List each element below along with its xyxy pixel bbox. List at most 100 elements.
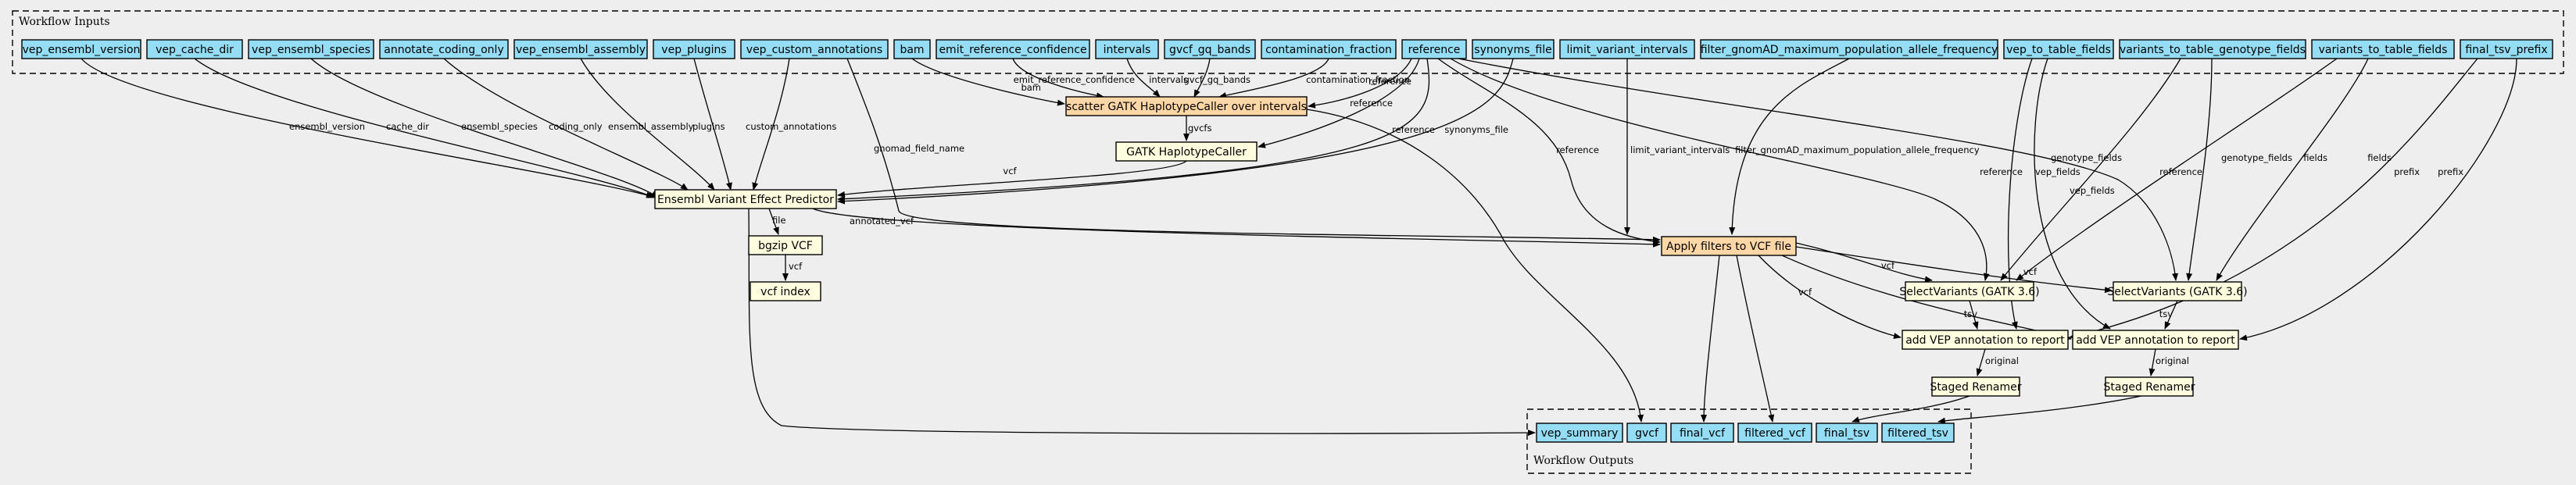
- edge-vcf-17: [837, 160, 1187, 198]
- svg-text:Apply filters to VCF file: Apply filters to VCF file: [1666, 241, 1791, 253]
- edge-label-custom_annotations: custom_annotations: [746, 121, 836, 132]
- edge-reference-13: [1308, 58, 1412, 109]
- input-contamination-fraction[interactable]: contamination_fraction: [1261, 39, 1397, 59]
- edge-vcf-37: [1795, 242, 1933, 283]
- edge-fields-34: [2216, 58, 2369, 281]
- edge-label-cache_dir: cache_dir: [386, 121, 429, 132]
- input-filter-gnomad-max-pop-af[interactable]: filter_gnomAD_maximum_population_allele_…: [1700, 39, 1998, 59]
- svg-text:vep_summary: vep_summary: [1541, 427, 1619, 440]
- input-variants-to-table-genotype-fields[interactable]: variants_to_table_genotype_fields: [2119, 39, 2306, 59]
- input-annotate-coding-only[interactable]: annotate_coding_only: [379, 39, 509, 59]
- input-limit-variant-intervals[interactable]: limit_variant_intervals: [1559, 39, 1695, 59]
- edge-fields-33: [2016, 58, 2338, 281]
- svg-text:vep_cache_dir: vep_cache_dir: [156, 44, 234, 56]
- edge-file-20: [768, 208, 779, 235]
- input-vep-ensembl-species[interactable]: vep_ensembl_species: [248, 39, 374, 59]
- step-staged-renamer-2[interactable]: Staged Renamer: [2104, 376, 2195, 397]
- step-ensembl-vep[interactable]: Ensembl Variant Effect Predictor: [654, 189, 837, 209]
- svg-text:contamination_fraction: contamination_fraction: [1265, 44, 1392, 56]
- step-selectvariants-1[interactable]: SelectVariants (GATK 3.6): [1899, 281, 2040, 301]
- svg-text:final_vcf: final_vcf: [1680, 427, 1726, 440]
- edge-label-original: original: [2156, 355, 2189, 366]
- input-synonyms-file[interactable]: synonyms_file: [1472, 39, 1555, 59]
- input-bam[interactable]: bam: [893, 39, 931, 59]
- edge-reference-28: [1458, 58, 2179, 281]
- edge-label-ensembl_species: ensembl_species: [461, 121, 538, 132]
- svg-text:scatter GATK HaplotypeCaller o: scatter GATK HaplotypeCaller over interv…: [1066, 101, 1307, 113]
- svg-text:vep_ensembl_version: vep_ensembl_version: [23, 44, 141, 56]
- edge-bam-8: [911, 58, 1065, 106]
- workflow-inputs-title: Workflow Inputs: [19, 16, 110, 28]
- input-vep-custom-annotations[interactable]: vep_custom_annotations: [740, 39, 889, 59]
- svg-text:final_tsv: final_tsv: [1824, 427, 1869, 440]
- step-selectvariants-2[interactable]: SelectVariants (GATK 3.6): [2107, 281, 2248, 301]
- input-emit-reference-confidence[interactable]: emit_reference_confidence: [936, 39, 1090, 59]
- input-reference[interactable]: reference: [1401, 39, 1467, 59]
- step-staged-renamer-1[interactable]: Staged Renamer: [1930, 376, 2022, 397]
- edge-annotated_vcf-22: [812, 208, 1661, 248]
- input-vep-ensembl-version[interactable]: vep_ensembl_version: [21, 39, 141, 59]
- edge-label-tsv: tsv: [2159, 308, 2174, 319]
- edge-label-vcf: vcf: [1881, 260, 1895, 271]
- input-vep-ensembl-assembly[interactable]: vep_ensembl_assembly: [513, 39, 648, 59]
- step-bgzip-vcf[interactable]: bgzip VCF: [748, 235, 823, 255]
- edge-label-ensembl_assembly: ensembl_assembly: [608, 121, 694, 132]
- step-gatk-haplotypecaller[interactable]: GATK HaplotypeCaller: [1115, 141, 1258, 162]
- edge-label-gnomad_field_name: gnomad_field_name: [874, 143, 964, 154]
- edge-label-tsv: tsv: [1964, 308, 1978, 319]
- svg-text:annotate_coding_only: annotate_coding_only: [384, 44, 503, 56]
- svg-text:Staged Renamer: Staged Renamer: [2104, 381, 2195, 394]
- workflow-outputs-title: Workflow Outputs: [1533, 455, 1633, 467]
- edge-genotype_fields-32: [2186, 58, 2213, 281]
- inputs-layer: vep_ensembl_version vep_cache_dir vep_en…: [21, 39, 2553, 59]
- edge-prefix-35: [2069, 58, 2478, 339]
- edge-label-gvcfs: gvcfs: [1188, 123, 1211, 134]
- output-gvcf[interactable]: gvcf: [1626, 423, 1667, 443]
- edge-genotype_fields-31: [2000, 58, 2181, 281]
- output-filtered-tsv[interactable]: filtered_tsv: [1881, 423, 1955, 443]
- svg-text:final_tsv_prefix: final_tsv_prefix: [2465, 44, 2547, 56]
- input-variants-to-table-fields[interactable]: variants_to_table_fields: [2311, 39, 2455, 59]
- svg-text:vep_custom_annotations: vep_custom_annotations: [746, 44, 882, 56]
- edge-label-reference: reference: [1556, 144, 1599, 155]
- edge-output-47: [1852, 395, 1970, 423]
- step-scatter-haplotypecaller[interactable]: scatter GATK HaplotypeCaller over interv…: [1065, 96, 1308, 116]
- edge-label-vep_fields: vep_fields: [2035, 166, 2080, 177]
- edge-output-15: [1306, 109, 1644, 423]
- step-apply-filters[interactable]: Apply filters to VCF file: [1661, 236, 1797, 256]
- output-vep-summary[interactable]: vep_summary: [1536, 423, 1623, 443]
- edge-label-ensembl_version: ensembl_version: [289, 121, 365, 132]
- output-filtered-vcf[interactable]: filtered_vcf: [1737, 423, 1812, 443]
- input-final-tsv-prefix[interactable]: final_tsv_prefix: [2460, 39, 2553, 59]
- input-vep-to-table-fields[interactable]: vep_to_table_fields: [2003, 39, 2114, 59]
- edge-label-bam: bam: [1021, 82, 1041, 93]
- edge-label-plugins: plugins: [692, 121, 725, 132]
- svg-text:reference: reference: [1408, 44, 1461, 56]
- edge-label-reference: reference: [1980, 166, 2023, 177]
- edge-reference-24: [1437, 58, 1661, 244]
- svg-text:vep_to_table_fields: vep_to_table_fields: [2006, 44, 2111, 56]
- output-final-vcf[interactable]: final_vcf: [1670, 423, 1734, 443]
- svg-text:Staged Renamer: Staged Renamer: [1930, 381, 2022, 394]
- svg-text:emit_reference_confidence: emit_reference_confidence: [939, 44, 1086, 56]
- edge-label-limit_variant_intervals: limit_variant_intervals: [1630, 144, 1730, 155]
- input-intervals[interactable]: intervals: [1095, 39, 1159, 59]
- edge-tsv-43: [1969, 300, 1979, 330]
- input-vep-cache-dir[interactable]: vep_cache_dir: [146, 39, 243, 59]
- input-gvcf-gq-bands[interactable]: gvcf_gq_bands: [1164, 39, 1256, 59]
- step-add-vep-annotation-1[interactable]: add VEP annotation to report: [1902, 330, 2069, 350]
- edge-reference-27: [1450, 58, 1990, 281]
- edge-label-prefix: prefix: [2438, 166, 2463, 177]
- output-final-tsv[interactable]: final_tsv: [1816, 423, 1878, 443]
- step-add-vep-annotation-2[interactable]: add VEP annotation to report: [2072, 330, 2239, 350]
- svg-text:vep_ensembl_species: vep_ensembl_species: [252, 44, 370, 56]
- svg-text:filtered_tsv: filtered_tsv: [1887, 427, 1948, 440]
- edge-label-contamination_fraction: contamination_fraction: [1306, 74, 1410, 85]
- svg-text:add VEP annotation to report: add VEP annotation to report: [1905, 334, 2065, 347]
- step-vcf-index[interactable]: vcf index: [750, 281, 821, 301]
- workflow-outputs-cluster: Workflow Outputs: [1526, 408, 1972, 474]
- edge-label-intervals: intervals: [1149, 74, 1188, 85]
- edge-emit_reference_confidence-9: [1012, 58, 1104, 99]
- input-vep-plugins[interactable]: vep_plugins: [653, 39, 735, 59]
